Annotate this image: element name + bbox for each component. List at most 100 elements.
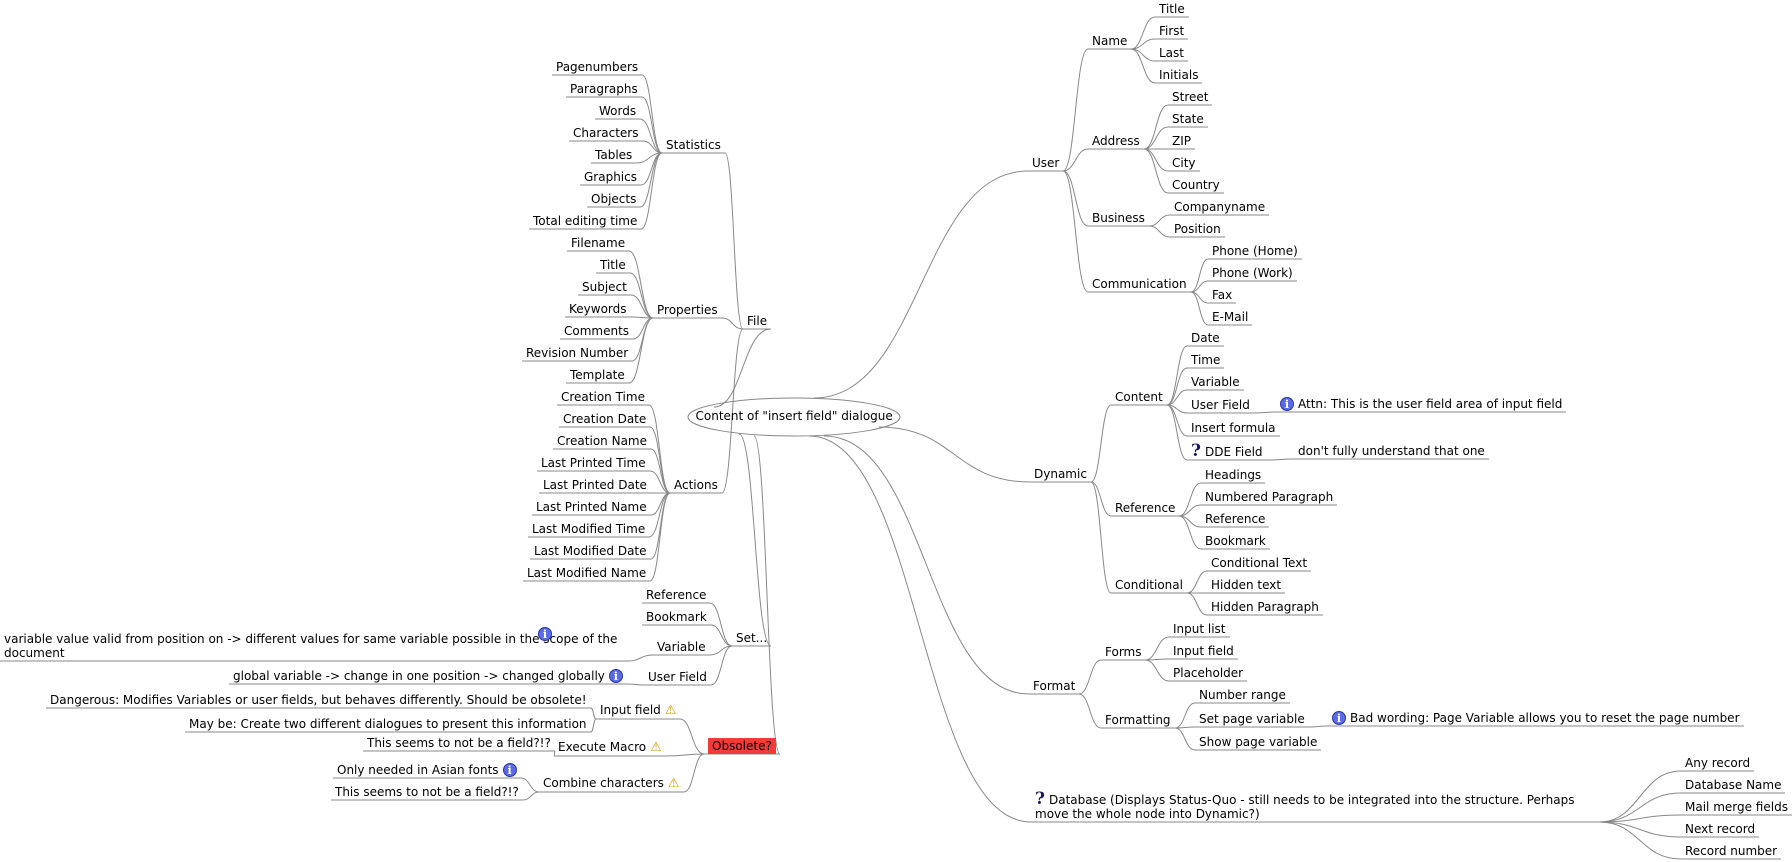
node-actions[interactable]: Actions bbox=[674, 478, 718, 492]
node-ob-input[interactable]: Input field⚠ bbox=[600, 703, 676, 718]
node-user[interactable]: User bbox=[1032, 156, 1059, 170]
node-r-bookmark[interactable]: Bookmark bbox=[1205, 534, 1266, 548]
node-d-dde[interactable]: ?DDE Field bbox=[1191, 443, 1263, 460]
node-d-formula[interactable]: Insert formula bbox=[1191, 421, 1276, 435]
node-statistics[interactable]: Statistics bbox=[666, 138, 721, 152]
node-properties[interactable]: Properties bbox=[657, 303, 718, 317]
node-db-number[interactable]: Record number bbox=[1685, 844, 1777, 858]
node-s-objects[interactable]: Objects bbox=[591, 192, 636, 206]
node-s-editing[interactable]: Total editing time bbox=[533, 214, 637, 228]
node-c-email[interactable]: E-Mail bbox=[1212, 310, 1248, 324]
node-address[interactable]: Address bbox=[1092, 134, 1140, 148]
node-r-numpara[interactable]: Numbered Paragraph bbox=[1205, 490, 1333, 504]
node-fm-numrange[interactable]: Number range bbox=[1199, 688, 1286, 702]
node-c-pwork[interactable]: Phone (Work) bbox=[1212, 266, 1293, 280]
node-reference[interactable]: Reference bbox=[1115, 501, 1175, 515]
node-ob-macro[interactable]: Execute Macro⚠ bbox=[558, 740, 662, 755]
node-co-hpara[interactable]: Hidden Paragraph bbox=[1211, 600, 1319, 614]
node-p-filename[interactable]: Filename bbox=[571, 236, 625, 250]
node-formatting[interactable]: Formatting bbox=[1105, 713, 1171, 727]
node-n-init[interactable]: Initials bbox=[1159, 68, 1198, 82]
node-p-template[interactable]: Template bbox=[570, 368, 625, 382]
node-d-time[interactable]: Time bbox=[1191, 353, 1220, 367]
node-n-title[interactable]: Title bbox=[1159, 2, 1185, 16]
node-ac-mtime[interactable]: Last Modified Time bbox=[532, 522, 645, 536]
node-ac-pptime[interactable]: Last Printed Time bbox=[541, 456, 646, 470]
node-ob-combine-n2[interactable]: This seems to not be a field?!? bbox=[335, 785, 519, 799]
node-d-dde-note[interactable]: don't fully understand that one bbox=[1298, 444, 1485, 458]
node-c-fax[interactable]: Fax bbox=[1212, 288, 1232, 302]
node-s-tables[interactable]: Tables bbox=[595, 148, 632, 162]
node-fm-showpage[interactable]: Show page variable bbox=[1199, 735, 1317, 749]
node-file[interactable]: File bbox=[747, 314, 767, 328]
node-ob-combine[interactable]: Combine characters⚠ bbox=[543, 776, 680, 791]
node-s-pages[interactable]: Pagenumbers bbox=[556, 60, 638, 74]
node-r-reference[interactable]: Reference bbox=[1205, 512, 1265, 526]
node-f-inputlist[interactable]: Input list bbox=[1173, 622, 1226, 636]
node-s-paras[interactable]: Paragraphs bbox=[570, 82, 638, 96]
node-content[interactable]: Content bbox=[1115, 390, 1163, 404]
node-co-hidden[interactable]: Hidden text bbox=[1211, 578, 1281, 592]
node-conditional[interactable]: Conditional bbox=[1115, 578, 1183, 592]
node-p-revision[interactable]: Revision Number bbox=[526, 346, 628, 360]
node-co-text[interactable]: Conditional Text bbox=[1211, 556, 1307, 570]
node-ac-cname[interactable]: Creation Name bbox=[557, 434, 647, 448]
node-format[interactable]: Format bbox=[1033, 679, 1075, 693]
node-p-subject[interactable]: Subject bbox=[582, 280, 627, 294]
node-f-inputfield[interactable]: Input field bbox=[1173, 644, 1234, 658]
node-obsolete-badge[interactable]: Obsolete? bbox=[708, 738, 776, 754]
node-ac-ctime[interactable]: Creation Time bbox=[561, 390, 645, 404]
node-p-title[interactable]: Title bbox=[600, 258, 626, 272]
node-b-company[interactable]: Companyname bbox=[1174, 200, 1265, 214]
node-name[interactable]: Name bbox=[1092, 34, 1127, 48]
node-d-date[interactable]: Date bbox=[1191, 331, 1220, 345]
node-a-state[interactable]: State bbox=[1172, 112, 1204, 126]
node-p-comments[interactable]: Comments bbox=[564, 324, 629, 338]
node-business[interactable]: Business bbox=[1092, 211, 1145, 225]
node-r-headings[interactable]: Headings bbox=[1205, 468, 1261, 482]
node-a-street[interactable]: Street bbox=[1172, 90, 1208, 104]
node-ac-ppname[interactable]: Last Printed Name bbox=[536, 500, 647, 514]
node-b-position[interactable]: Position bbox=[1174, 222, 1221, 236]
node-db-name[interactable]: Database Name bbox=[1685, 778, 1781, 792]
node-ob-macro-n1[interactable]: This seems to not be a field?!? bbox=[367, 736, 551, 750]
node-set-reference[interactable]: Reference bbox=[646, 588, 706, 602]
node-set[interactable]: Set... bbox=[736, 631, 767, 645]
node-a-zip[interactable]: ZIP bbox=[1172, 134, 1191, 148]
node-f-placeholder[interactable]: Placeholder bbox=[1173, 666, 1243, 680]
node-a-city[interactable]: City bbox=[1172, 156, 1196, 170]
node-db-any[interactable]: Any record bbox=[1685, 756, 1750, 770]
node-p-keywords[interactable]: Keywords bbox=[569, 302, 627, 316]
node-s-chars[interactable]: Characters bbox=[573, 126, 639, 140]
node-set-variable-note[interactable]: variable value valid from position on ->… bbox=[4, 627, 624, 660]
node-ac-mdate[interactable]: Last Modified Date bbox=[534, 544, 647, 558]
node-c-phome[interactable]: Phone (Home) bbox=[1212, 244, 1298, 258]
node-a-country[interactable]: Country bbox=[1172, 178, 1220, 192]
node-db-merge[interactable]: Mail merge fields bbox=[1685, 800, 1788, 814]
node-forms[interactable]: Forms bbox=[1105, 645, 1141, 659]
node-communication[interactable]: Communication bbox=[1092, 277, 1187, 291]
node-n-last[interactable]: Last bbox=[1159, 46, 1184, 60]
node-ob-input-n2[interactable]: May be: Create two different dialogues t… bbox=[189, 717, 587, 731]
node-d-variable[interactable]: Variable bbox=[1191, 375, 1240, 389]
node-db-next[interactable]: Next record bbox=[1685, 822, 1755, 836]
node-s-graphics[interactable]: Graphics bbox=[584, 170, 637, 184]
node-dynamic[interactable]: Dynamic bbox=[1034, 467, 1087, 481]
node-set-userfield-note[interactable]: global variable -> change in one positio… bbox=[233, 669, 623, 683]
node-set-bookmark[interactable]: Bookmark bbox=[646, 610, 707, 624]
node-ac-ppdate[interactable]: Last Printed Date bbox=[543, 478, 647, 492]
node-n-first[interactable]: First bbox=[1159, 24, 1184, 38]
node-d-userfield[interactable]: User Field bbox=[1191, 398, 1250, 412]
root-node[interactable]: Content of "insert field" dialogue bbox=[695, 409, 893, 423]
node-set-userfield[interactable]: User Field bbox=[648, 670, 707, 684]
node-ac-cdate[interactable]: Creation Date bbox=[563, 412, 646, 426]
node-fm-setpage[interactable]: Set page variable bbox=[1199, 712, 1305, 726]
node-ac-mname[interactable]: Last Modified Name bbox=[527, 566, 646, 580]
node-ob-input-n1[interactable]: Dangerous: Modifies Variables or user fi… bbox=[50, 693, 587, 707]
node-set-variable[interactable]: Variable bbox=[657, 640, 706, 654]
node-s-words[interactable]: Words bbox=[599, 104, 636, 118]
node-database[interactable]: ?Database (Displays Status-Quo - still n… bbox=[1035, 791, 1595, 822]
